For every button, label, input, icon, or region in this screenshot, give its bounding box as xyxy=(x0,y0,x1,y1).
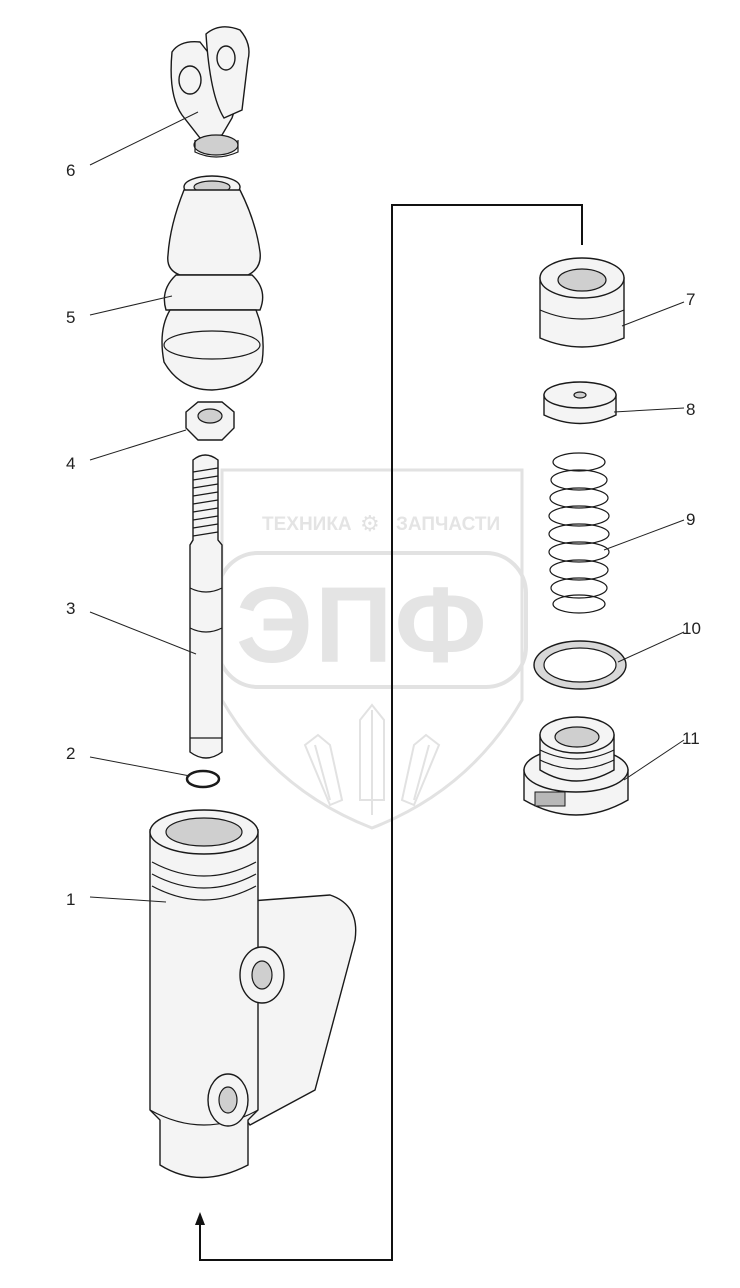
watermark-shield xyxy=(220,468,524,830)
part-2-oring xyxy=(185,769,221,789)
leader-2 xyxy=(89,756,191,777)
leader-3 xyxy=(89,611,197,655)
callout-5: 5 xyxy=(66,308,75,327)
flow-arrow-head xyxy=(195,1212,205,1225)
callouts: 6 5 4 3 2 1 7 8 9 10 11 xyxy=(66,161,701,909)
leader-4 xyxy=(89,429,187,461)
callout-10: 10 xyxy=(682,619,701,638)
callout-2: 2 xyxy=(66,744,75,763)
leader-6 xyxy=(89,111,199,166)
part-3-pushrod xyxy=(189,454,223,759)
leader-5 xyxy=(89,295,173,316)
part-9-spring xyxy=(548,452,610,614)
callout-6: 6 xyxy=(66,161,75,180)
leader-10 xyxy=(617,631,685,663)
callout-1: 1 xyxy=(66,890,75,909)
part-7-bushing xyxy=(539,257,625,348)
part-1-cylinder-body xyxy=(149,809,357,1179)
callout-7: 7 xyxy=(686,290,695,309)
part-8-washer xyxy=(543,381,617,425)
part-11-plug xyxy=(523,716,629,816)
leader-9 xyxy=(603,519,685,551)
callout-4: 4 xyxy=(66,454,75,473)
part-6-clevis xyxy=(170,26,250,158)
part-4-nut xyxy=(185,401,235,441)
leader-1 xyxy=(89,896,167,903)
gear-icon: ⚙ xyxy=(360,511,380,536)
part-5-boot xyxy=(161,175,264,391)
wheat-icon xyxy=(303,703,441,815)
callout-8: 8 xyxy=(686,400,695,419)
leader-11 xyxy=(623,739,685,781)
leader-8 xyxy=(613,407,685,413)
watermark-brand-left: ТЕХНИКА xyxy=(262,514,352,535)
watermark: ТЕХНИКА ⚙ ЗАПЧАСТИ ЭПФ xyxy=(216,468,528,830)
callout-9: 9 xyxy=(686,510,695,529)
watermark-brand-right: ЗАПЧАСТИ xyxy=(396,514,500,535)
callout-3: 3 xyxy=(66,599,75,618)
leader-lines xyxy=(89,111,685,903)
leader-7 xyxy=(621,301,685,327)
callout-11: 11 xyxy=(682,729,700,748)
part-10-seal-ring xyxy=(533,640,627,690)
watermark-logo-letters: ЭПФ xyxy=(236,564,489,685)
assembly-flow-line xyxy=(199,204,583,1261)
